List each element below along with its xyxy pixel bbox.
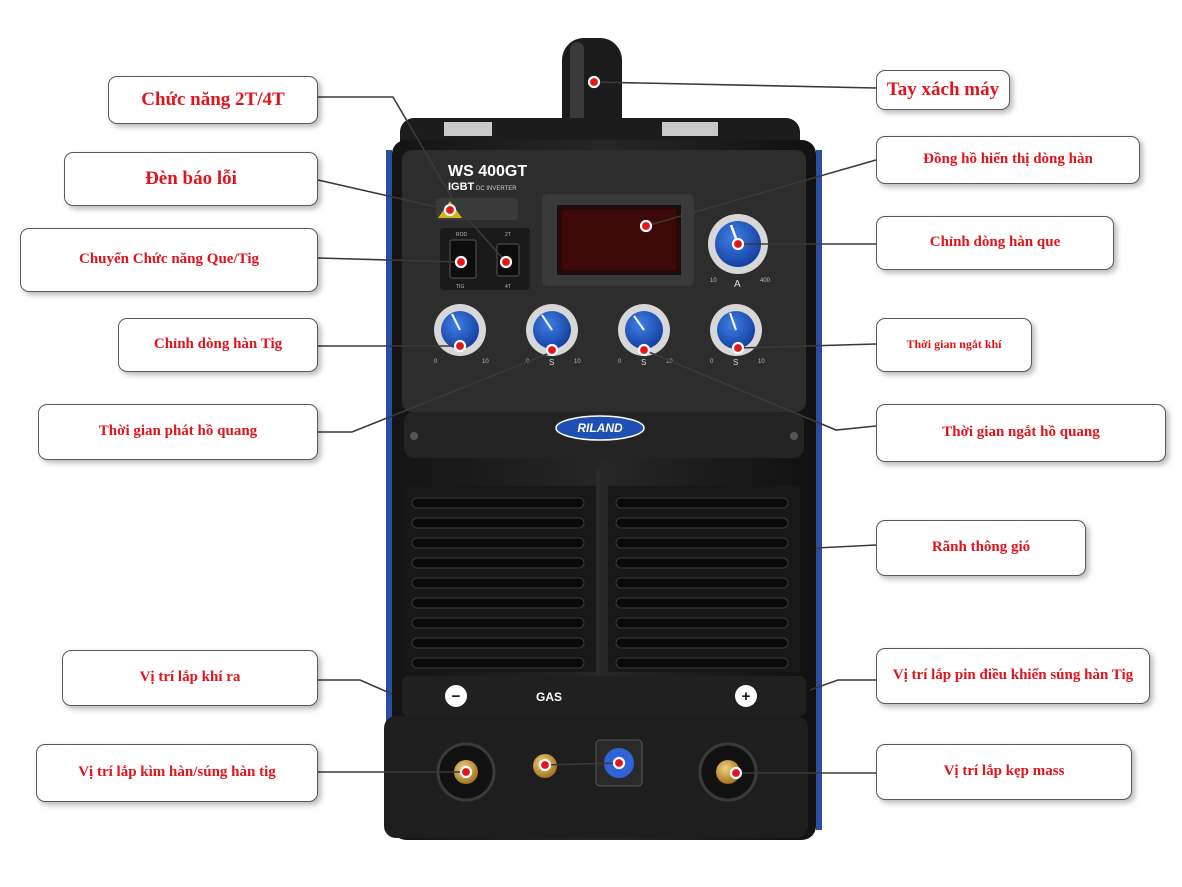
callout-ground-clamp: Vị trí lắp kẹp mass	[876, 744, 1132, 800]
marker-dots	[443, 75, 745, 780]
callout-gas-outlet: Vị trí lắp khí ra	[62, 650, 318, 706]
vent-slot	[411, 537, 585, 549]
svg-text:RILAND: RILAND	[577, 421, 623, 435]
vent-slot	[411, 557, 585, 569]
callout-arc-start: Thời gian phát hồ quang	[38, 404, 318, 460]
svg-text:0: 0	[434, 359, 438, 365]
svg-text:10: 10	[666, 359, 673, 365]
vent-slot	[615, 577, 789, 589]
svg-text:400: 400	[760, 278, 771, 284]
svg-text:10: 10	[710, 278, 717, 284]
callout-tig-current: Chỉnh dòng hàn Tig	[118, 318, 318, 372]
svg-text:S: S	[733, 358, 738, 367]
plus-icon: +	[742, 688, 751, 705]
callout-rod-tig-switch: Chuyển Chức năng Que/Tig	[20, 228, 318, 292]
vent-slot	[411, 577, 585, 589]
vent-slot	[411, 497, 585, 509]
callout-gas-off: Thời gian ngắt khí	[876, 318, 1032, 372]
callout-tig-pin: Vị trí lắp pin điều khiển súng hàn Tig	[876, 648, 1150, 704]
tech-label: IGBT	[448, 181, 475, 193]
vent-slot	[615, 557, 789, 569]
svg-text:A: A	[734, 279, 741, 290]
callout-carry-handle: Tay xách máy	[876, 70, 1010, 110]
svg-text:10: 10	[482, 359, 489, 365]
svg-text:10: 10	[758, 359, 765, 365]
vent-slot	[411, 597, 585, 609]
leader-lines	[317, 81, 877, 774]
svg-text:0: 0	[618, 359, 622, 365]
vent-slot	[411, 637, 585, 649]
vent-slot	[615, 497, 789, 509]
vent-slot	[411, 517, 585, 529]
callout-2t4t: Chức năng 2T/4T	[108, 76, 318, 124]
arc-start-knob-group: 0 S 10	[526, 304, 581, 367]
svg-text:S: S	[641, 358, 646, 367]
vent-slot	[615, 537, 789, 549]
vent-slot	[615, 617, 789, 629]
vent-slot	[615, 637, 789, 649]
ventilation-slots	[404, 470, 800, 680]
svg-text:ROD: ROD	[456, 232, 468, 238]
tig-current-knob-group: 0 10	[434, 304, 489, 365]
vent-slot	[411, 657, 585, 669]
arc-stop-knob-group: 0 S 10	[618, 304, 673, 367]
svg-text:4T: 4T	[505, 284, 511, 290]
svg-text:0: 0	[710, 359, 714, 365]
vent-slot	[615, 517, 789, 529]
callout-error-lamp: Đèn báo lỗi	[64, 152, 318, 206]
brand-logo	[555, 415, 645, 441]
svg-text:2T: 2T	[505, 232, 511, 238]
svg-text:10: 10	[574, 359, 581, 365]
vent-slot	[615, 597, 789, 609]
vent-slot	[411, 617, 585, 629]
callout-torch-socket: Vị trí lắp kìm hàn/súng hàn tig	[36, 744, 318, 802]
vent-slot	[615, 657, 789, 669]
callout-arc-stop: Thời gian ngắt hồ quang	[876, 404, 1166, 462]
callout-vents: Rãnh thông gió	[876, 520, 1086, 576]
tech-sub-label: DC INVERTER	[476, 186, 517, 192]
connector-label-strip	[402, 676, 806, 716]
model-label: WS 400GT	[448, 163, 527, 180]
gas-off-knob-group: 0 S 10	[710, 304, 765, 367]
gas-label: GAS	[536, 690, 562, 704]
svg-text:TIG: TIG	[456, 284, 464, 290]
svg-text:S: S	[549, 358, 554, 367]
minus-icon: −	[452, 688, 461, 705]
callout-display: Đồng hồ hiển thị dòng hàn	[876, 136, 1140, 184]
callout-rod-current: Chỉnh dòng hàn que	[876, 216, 1114, 270]
